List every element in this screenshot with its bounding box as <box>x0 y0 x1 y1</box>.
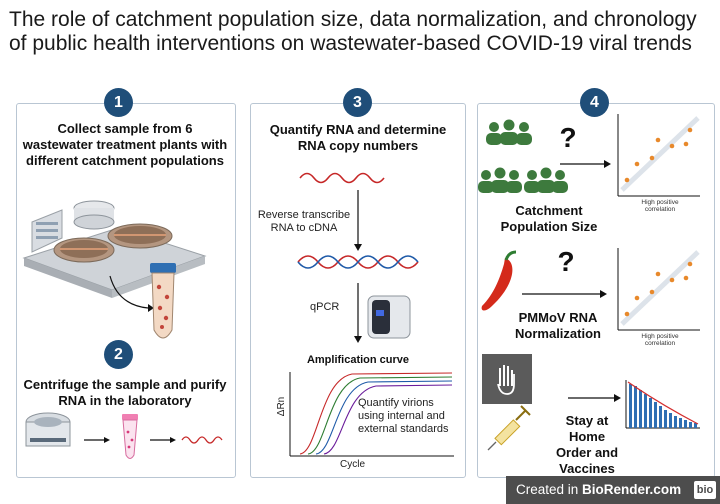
stay-at-home-label: Stay at Home Order and Vaccines <box>555 413 619 476</box>
amplification-title: Amplification curve <box>306 354 410 366</box>
question-mark-1: ? <box>559 122 577 153</box>
reverse-transcribe-label: Reverse transcribe RNA to cDNA <box>257 209 351 234</box>
panel-step-4 <box>477 103 715 478</box>
footer-prefix: Created in <box>516 482 583 497</box>
step-2-text: Centrifuge the sample and purify RNA in … <box>23 377 227 408</box>
step-3-badge: 3 <box>343 88 372 117</box>
qpcr-label: qPCR <box>310 301 340 313</box>
step-1-badge: 1 <box>104 88 133 117</box>
step-1-text: Collect sample from 6 wastewater treatme… <box>22 121 228 168</box>
catchment-label: Catchment Population Size <box>500 203 598 234</box>
step-2-badge: 2 <box>104 340 133 369</box>
page-title: The role of catchment population size, d… <box>9 8 697 55</box>
biorender-footer: Created in BioRender.com bio <box>506 476 720 504</box>
correlation-label-1: High positive correlation <box>641 199 679 213</box>
step-4-badge: 4 <box>580 88 609 117</box>
question-mark-2: ? <box>557 246 575 277</box>
biorender-logo-icon: bio <box>694 481 716 499</box>
correlation-label-2: High positive correlation <box>641 333 679 347</box>
quantify-note: Quantify virions using internal and exte… <box>358 397 449 435</box>
footer-brand: BioRender.com <box>582 482 682 497</box>
x-axis-label: Cycle <box>340 459 366 470</box>
pmmov-label: PMMoV RNA Normalization <box>515 310 601 341</box>
step-3-heading: Quantify RNA and determine RNA copy numb… <box>269 122 447 153</box>
